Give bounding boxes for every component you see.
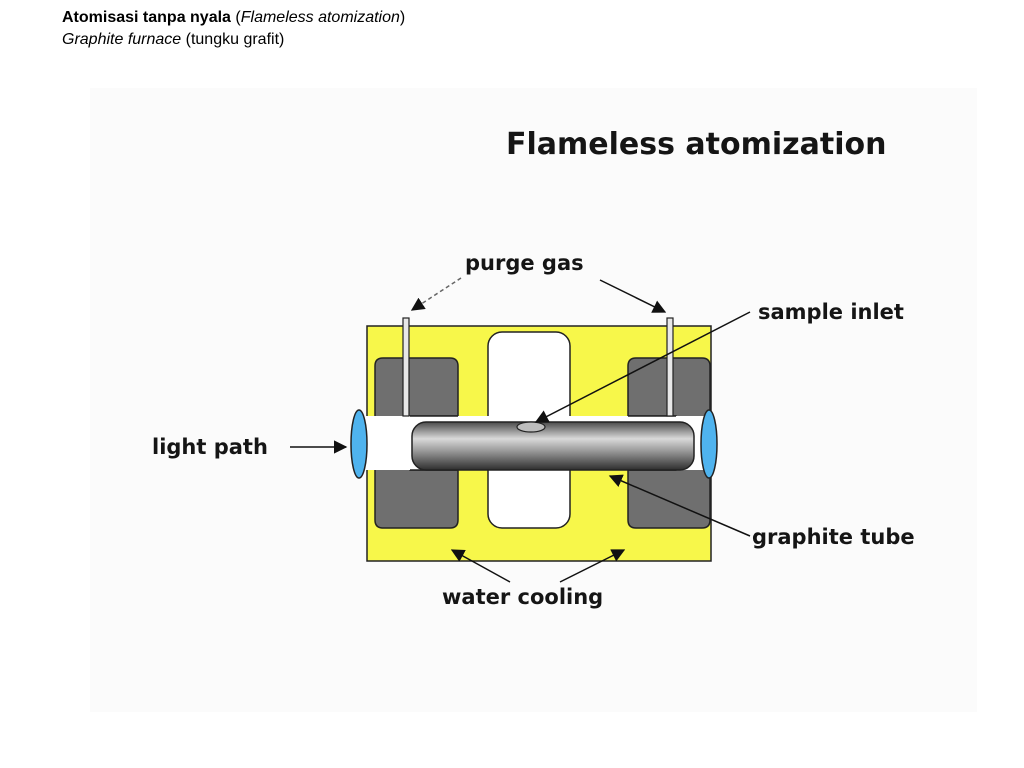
water-cooling-arrow-left <box>450 549 511 583</box>
label-water-cooling: water cooling <box>442 585 603 609</box>
purge-gas-pipe-left <box>402 317 410 417</box>
purge-gas-pipe-right <box>666 317 674 417</box>
graphite-furnace-figure: Flameless atomization purge gas sample i… <box>90 88 977 712</box>
purge-gas-out-arrow <box>410 277 462 311</box>
label-graphite-tube: graphite tube <box>752 525 915 549</box>
heading-subtitle-english: Graphite furnace <box>62 31 182 48</box>
heading-title-english: Flameless atomization <box>240 9 400 26</box>
graphite-tube <box>411 421 695 471</box>
heading-subtitle-indonesian: (tungku grafit) <box>181 31 285 48</box>
heading-paren-open: ( <box>230 9 241 26</box>
right-window <box>700 409 718 479</box>
label-light-path: light path <box>152 435 268 459</box>
purge-gas-in-arrow <box>599 279 667 313</box>
heading-line-2: Graphite furnace (tungku grafit) <box>62 29 405 51</box>
sample-inlet-arrow <box>534 311 751 423</box>
label-sample-inlet: sample inlet <box>758 300 904 324</box>
heading-paren-close: ) <box>399 9 406 26</box>
right-electrode <box>627 357 711 529</box>
heading-title-indonesian: Atomisasi tanpa nyala <box>62 9 231 26</box>
label-purge-gas: purge gas <box>465 251 584 275</box>
left-window <box>350 409 368 479</box>
diagram-title: Flameless atomization <box>506 127 886 162</box>
graphite-tube-arrow <box>608 474 751 537</box>
water-cooling-arrow-right <box>559 549 626 583</box>
heading-line-1: Atomisasi tanpa nyala (Flameless atomiza… <box>62 7 405 29</box>
sample-hole <box>516 421 546 433</box>
page-heading: Atomisasi tanpa nyala (Flameless atomiza… <box>62 7 405 51</box>
graphite-furnace-diagram: Flameless atomization purge gas sample i… <box>152 127 915 609</box>
